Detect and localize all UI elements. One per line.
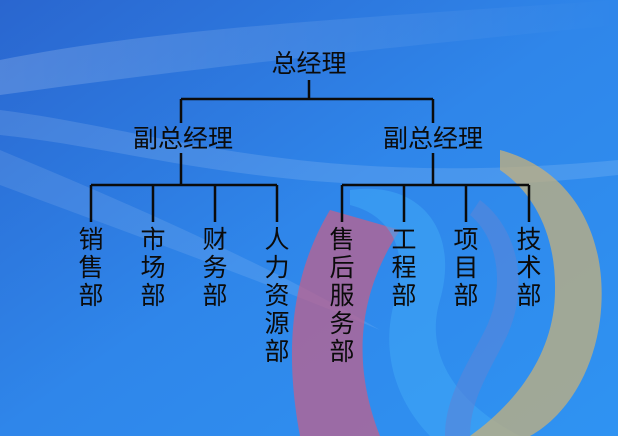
node-dept-engineering: 工程部 bbox=[391, 225, 417, 310]
node-dept-sales: 销售部 bbox=[78, 225, 104, 310]
node-vice-president-1: 副总经理 bbox=[133, 124, 233, 153]
node-dept-after-sales: 售后服务部 bbox=[329, 225, 355, 366]
node-dept-technology: 技术部 bbox=[516, 225, 542, 310]
node-general-manager: 总经理 bbox=[271, 49, 346, 78]
node-dept-finance: 财务部 bbox=[202, 225, 228, 310]
node-vice-president-2: 副总经理 bbox=[383, 124, 483, 153]
node-dept-hr: 人力资源部 bbox=[264, 225, 290, 366]
node-dept-marketing: 市场部 bbox=[140, 225, 166, 310]
node-dept-projects: 项目部 bbox=[453, 225, 479, 310]
